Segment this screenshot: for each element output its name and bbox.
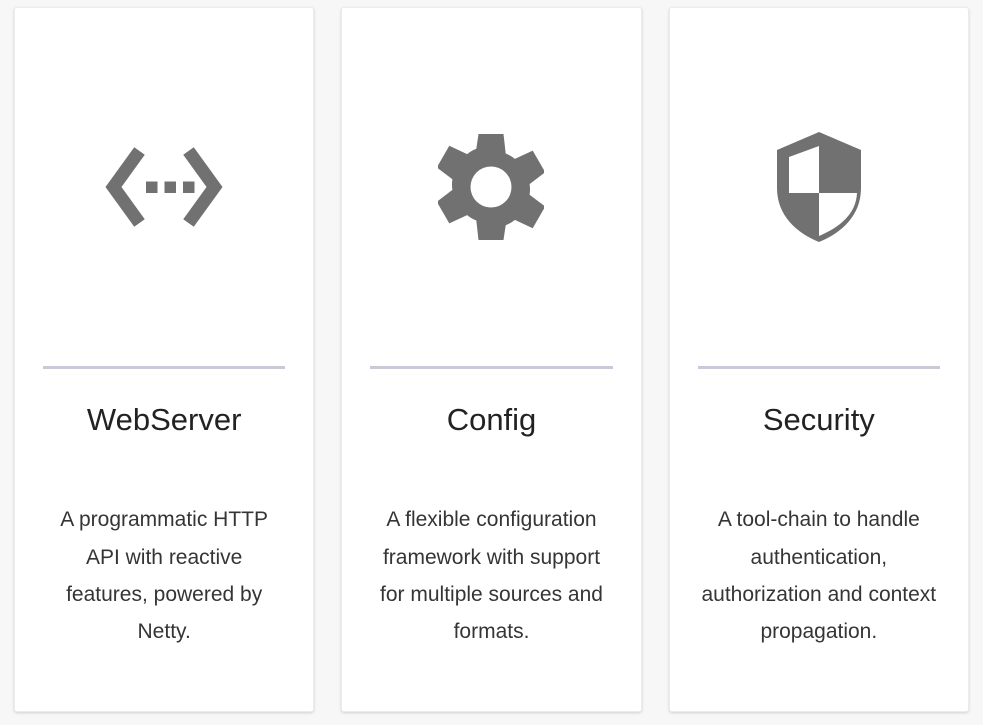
card-description: A tool-chain to handle authentication, a… [701,508,937,644]
feature-card-security[interactable]: Security A tool-chain to handle authenti… [668,7,969,712]
card-icon-container [43,8,285,366]
code-brackets-icon [103,147,225,227]
card-divider [370,366,613,369]
feature-card-config[interactable]: Config A flexible configuration framewor… [341,7,642,712]
card-icon-container [698,8,940,366]
card-icon-container [370,8,612,366]
card-title: Config [446,402,537,437]
feature-card-webserver[interactable]: WebServer A programmatic HTTP API with r… [14,7,315,712]
gear-icon [438,132,545,242]
card-description: A flexible configuration framework with … [380,508,603,644]
card-divider [697,366,940,369]
card-description: A programmatic HTTP API with reactive fe… [60,508,269,644]
shield-icon [773,130,865,244]
card-divider [43,366,286,369]
card-title: WebServer [86,402,242,437]
card-title: Security [762,402,875,437]
